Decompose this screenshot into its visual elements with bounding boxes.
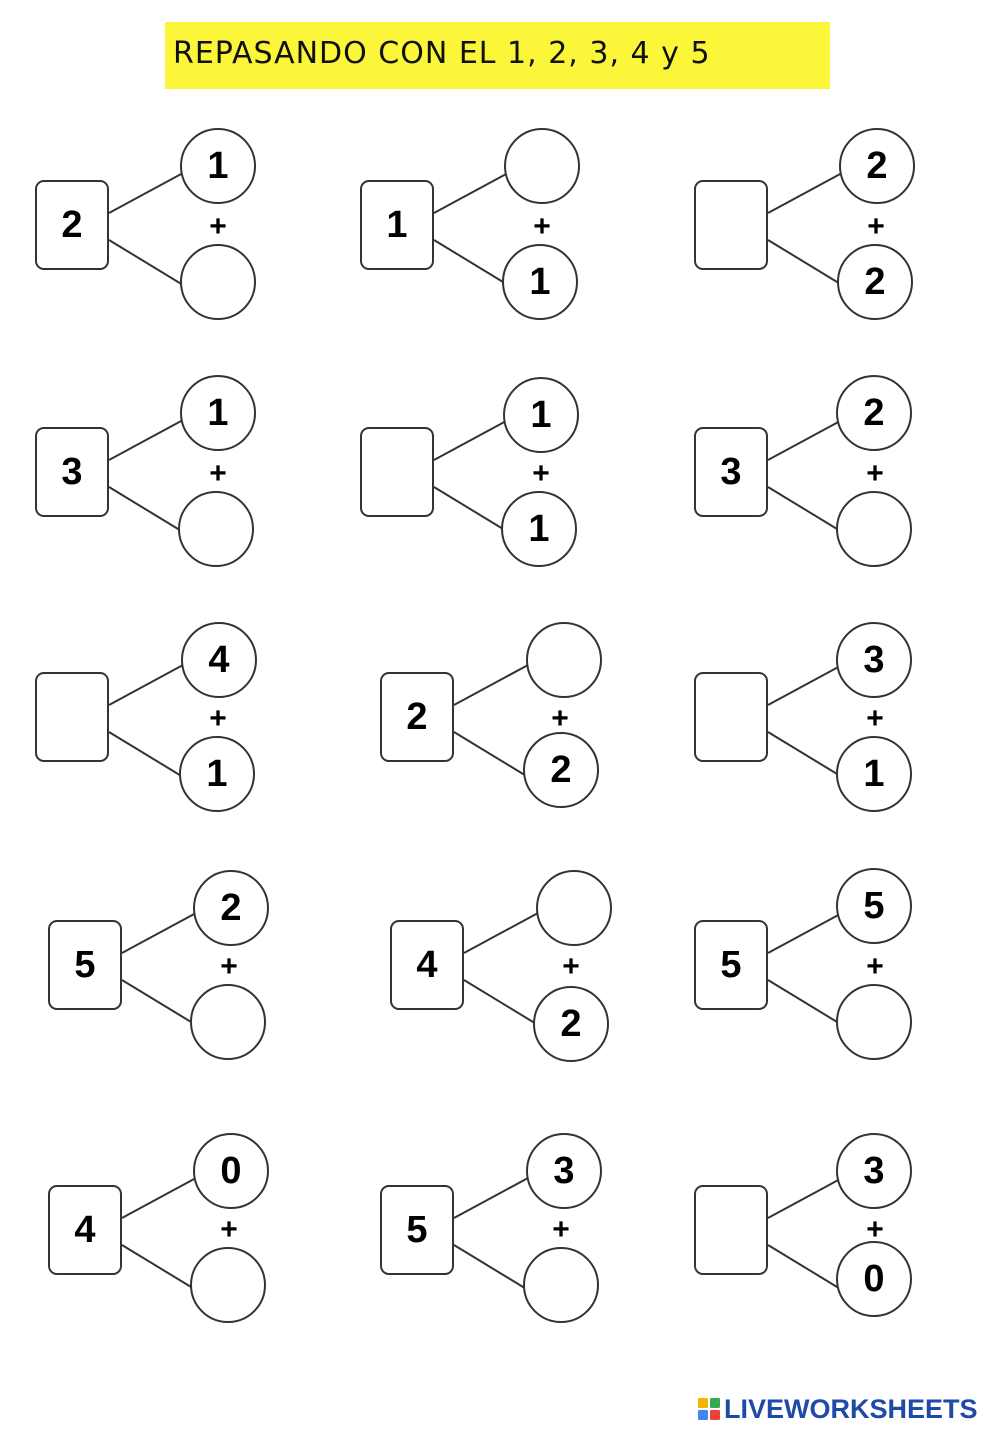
- plus-sign: +: [532, 457, 550, 490]
- bottom-part-circle[interactable]: [180, 244, 256, 320]
- top-part-circle[interactable]: 3: [836, 1133, 912, 1209]
- plus-sign: +: [562, 950, 580, 983]
- total-box[interactable]: [694, 180, 768, 270]
- plus-sign: +: [866, 457, 884, 490]
- top-part-circle[interactable]: [536, 870, 612, 946]
- total-box[interactable]: [360, 427, 434, 517]
- bond-connector-lines: [453, 664, 529, 778]
- top-part-circle[interactable]: 5: [836, 868, 912, 944]
- top-part-circle[interactable]: 3: [526, 1133, 602, 1209]
- title-banner: REPASANDO CON EL 1, 2, 3, 4 y 5: [165, 22, 830, 89]
- total-box[interactable]: [35, 672, 109, 762]
- bond-connector-lines: [433, 172, 509, 286]
- bond-connector-lines: [108, 172, 184, 286]
- total-box[interactable]: 4: [48, 1185, 122, 1275]
- number-bond-problem-7: 4 + 1: [35, 620, 315, 820]
- number-bond-problem-8: 2 + 2: [380, 620, 660, 820]
- number-bond-problem-5: 1 + 1: [360, 375, 640, 575]
- bottom-part-circle[interactable]: 0: [836, 1241, 912, 1317]
- top-part-circle[interactable]: 2: [836, 375, 912, 451]
- total-box[interactable]: 5: [694, 920, 768, 1010]
- total-box[interactable]: 2: [380, 672, 454, 762]
- number-bond-problem-2: 1 + 1: [360, 128, 640, 328]
- bond-connector-lines: [121, 1177, 197, 1291]
- number-bond-problem-6: 3 2 +: [694, 375, 974, 575]
- bond-connector-lines: [767, 172, 843, 286]
- plus-sign: +: [551, 702, 569, 735]
- number-bond-problem-10: 5 2 +: [48, 868, 328, 1068]
- plus-sign: +: [220, 1213, 238, 1246]
- number-bond-problem-15: 3 + 0: [694, 1133, 974, 1333]
- bottom-part-circle[interactable]: [836, 984, 912, 1060]
- top-part-circle[interactable]: 2: [193, 870, 269, 946]
- bond-connector-lines: [767, 912, 843, 1026]
- bottom-part-circle[interactable]: 1: [179, 736, 255, 812]
- bond-connector-lines: [463, 912, 539, 1026]
- bottom-part-circle[interactable]: 1: [502, 244, 578, 320]
- total-box[interactable]: 3: [694, 427, 768, 517]
- bottom-part-circle[interactable]: [523, 1247, 599, 1323]
- bond-connector-lines: [108, 419, 184, 533]
- top-part-circle[interactable]: 3: [836, 622, 912, 698]
- total-box[interactable]: 5: [380, 1185, 454, 1275]
- bond-connector-lines: [108, 664, 184, 778]
- bottom-part-circle[interactable]: [836, 491, 912, 567]
- plus-sign: +: [209, 702, 227, 735]
- plus-sign: +: [220, 950, 238, 983]
- liveworksheets-logo: LIVEWORKSHEETS: [698, 1394, 978, 1424]
- bottom-part-circle[interactable]: 2: [523, 732, 599, 808]
- bottom-part-circle[interactable]: 1: [501, 491, 577, 567]
- bond-connector-lines: [433, 419, 509, 533]
- plus-sign: +: [209, 457, 227, 490]
- plus-sign: +: [866, 950, 884, 983]
- bottom-part-circle[interactable]: [190, 984, 266, 1060]
- top-part-circle[interactable]: [526, 622, 602, 698]
- total-box[interactable]: [694, 1185, 768, 1275]
- liveworksheets-logo-text: LIVEWORKSHEETS: [724, 1393, 978, 1424]
- total-box[interactable]: [694, 672, 768, 762]
- top-part-circle[interactable]: 4: [181, 622, 257, 698]
- total-box[interactable]: 5: [48, 920, 122, 1010]
- bond-connector-lines: [453, 1177, 529, 1291]
- bond-connector-lines: [121, 912, 197, 1026]
- plus-sign: +: [866, 702, 884, 735]
- worksheet-title: REPASANDO CON EL 1, 2, 3, 4 y 5: [173, 36, 711, 71]
- total-box[interactable]: 1: [360, 180, 434, 270]
- bond-connector-lines: [767, 664, 843, 778]
- number-bond-problem-13: 4 0 +: [48, 1133, 328, 1333]
- plus-sign: +: [552, 1213, 570, 1246]
- liveworksheets-logo-icon: [698, 1398, 720, 1420]
- bond-connector-lines: [767, 419, 843, 533]
- bottom-part-circle[interactable]: 2: [533, 986, 609, 1062]
- top-part-circle[interactable]: 1: [180, 128, 256, 204]
- total-box[interactable]: 2: [35, 180, 109, 270]
- number-bond-problem-1: 2 1 +: [35, 128, 315, 328]
- total-box[interactable]: 4: [390, 920, 464, 1010]
- number-bond-problem-14: 5 3 +: [380, 1133, 660, 1333]
- top-part-circle[interactable]: 0: [193, 1133, 269, 1209]
- number-bond-problem-4: 3 1 +: [35, 375, 315, 575]
- bottom-part-circle[interactable]: [178, 491, 254, 567]
- total-box[interactable]: 3: [35, 427, 109, 517]
- plus-sign: +: [533, 210, 551, 243]
- bond-connector-lines: [767, 1177, 843, 1291]
- top-part-circle[interactable]: 1: [180, 375, 256, 451]
- plus-sign: +: [209, 210, 227, 243]
- number-bond-problem-9: 3 + 1: [694, 620, 974, 820]
- bottom-part-circle[interactable]: 2: [837, 244, 913, 320]
- bottom-part-circle[interactable]: [190, 1247, 266, 1323]
- number-bond-problem-12: 5 5 +: [694, 868, 974, 1068]
- top-part-circle[interactable]: [504, 128, 580, 204]
- top-part-circle[interactable]: 2: [839, 128, 915, 204]
- bottom-part-circle[interactable]: 1: [836, 736, 912, 812]
- plus-sign: +: [866, 1213, 884, 1246]
- number-bond-problem-11: 4 + 2: [390, 868, 670, 1068]
- plus-sign: +: [867, 210, 885, 243]
- top-part-circle[interactable]: 1: [503, 377, 579, 453]
- number-bond-problem-3: 2 + 2: [694, 128, 974, 328]
